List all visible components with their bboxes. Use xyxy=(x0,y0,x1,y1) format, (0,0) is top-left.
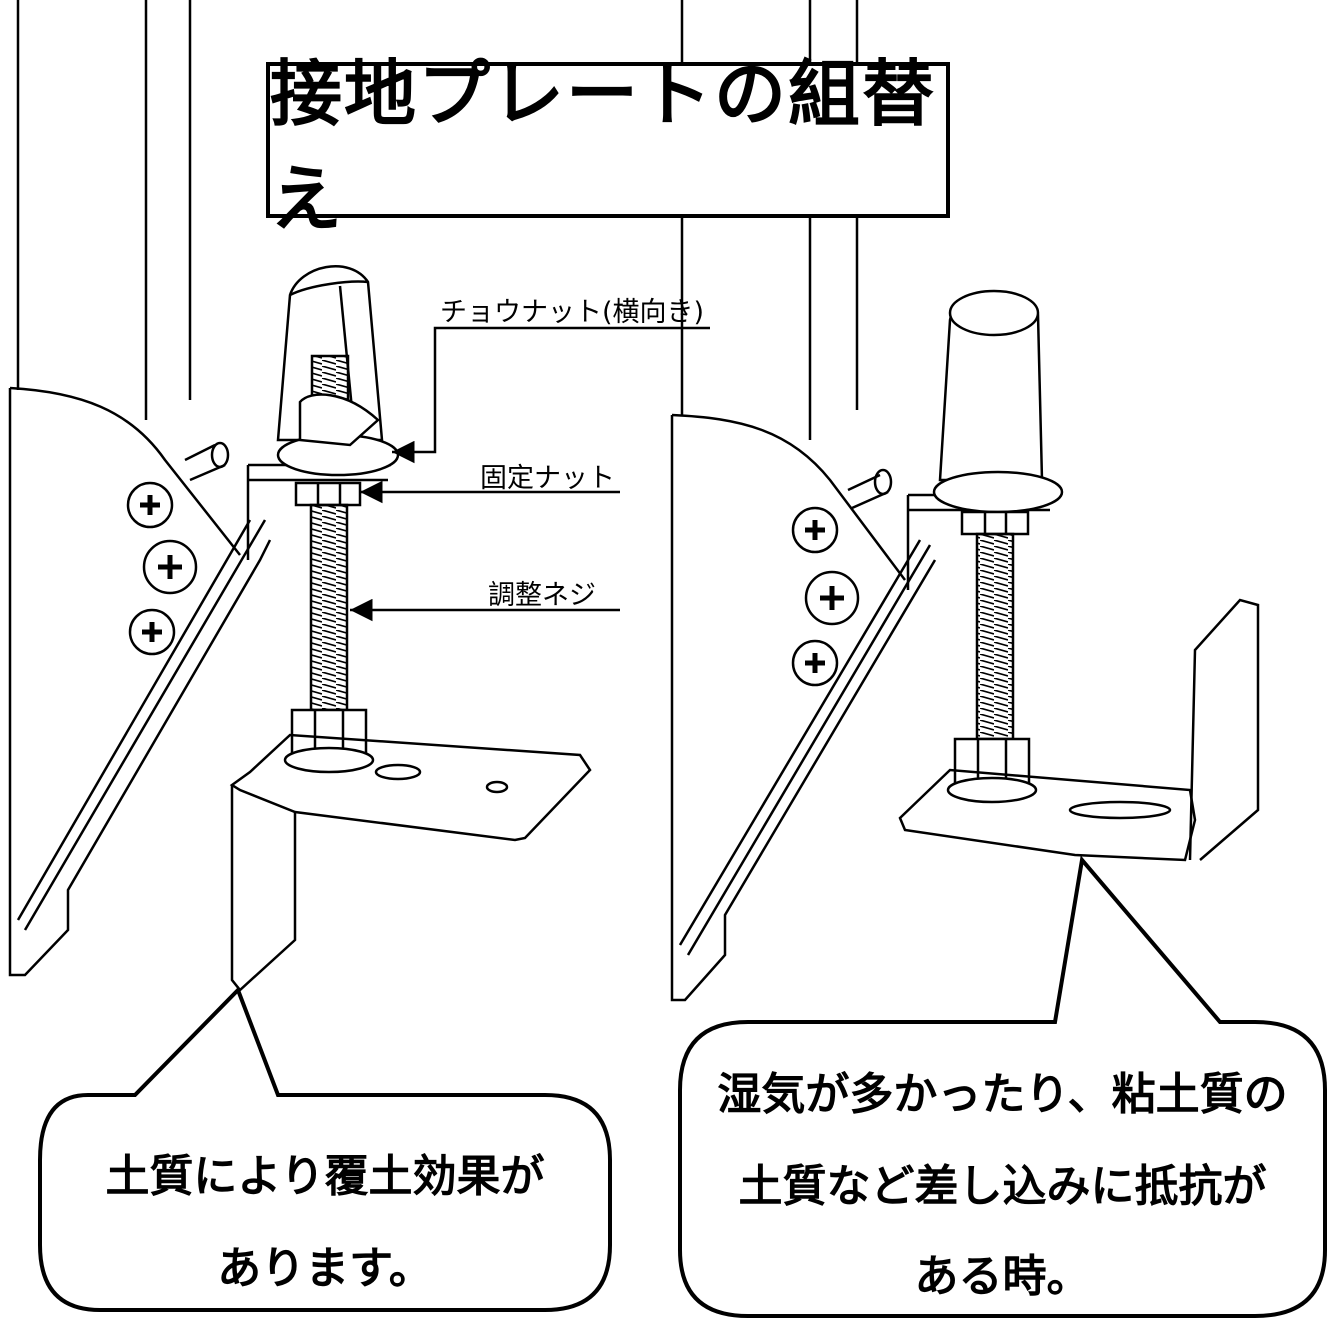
callout-right-line3: ある時。 xyxy=(914,1251,1091,1302)
right-assembly xyxy=(670,0,1260,1002)
callout-left-line1: 土質により覆土効果が xyxy=(105,1151,545,1202)
label-fixing-nut: 固定ナット xyxy=(480,463,615,494)
callout-right-bubble xyxy=(678,855,1327,1318)
diagram-title: 接地プレートの組替え xyxy=(270,52,937,241)
left-assembly xyxy=(8,0,592,992)
title-box: 接地プレートの組替え xyxy=(266,52,950,241)
callout-right-line2: 土質など差し込みに抵抗が xyxy=(738,1161,1267,1212)
callout-left-line2: あります。 xyxy=(217,1243,433,1294)
label-adjust-screw: 調整ネジ xyxy=(488,580,596,611)
leader-lines xyxy=(350,326,710,622)
callout-left-bubble xyxy=(38,986,612,1312)
callout-right-line1: 湿気が多かったり、粘土質の xyxy=(717,1069,1288,1120)
label-wing-nut: チョウナット(横向き) xyxy=(440,297,705,328)
